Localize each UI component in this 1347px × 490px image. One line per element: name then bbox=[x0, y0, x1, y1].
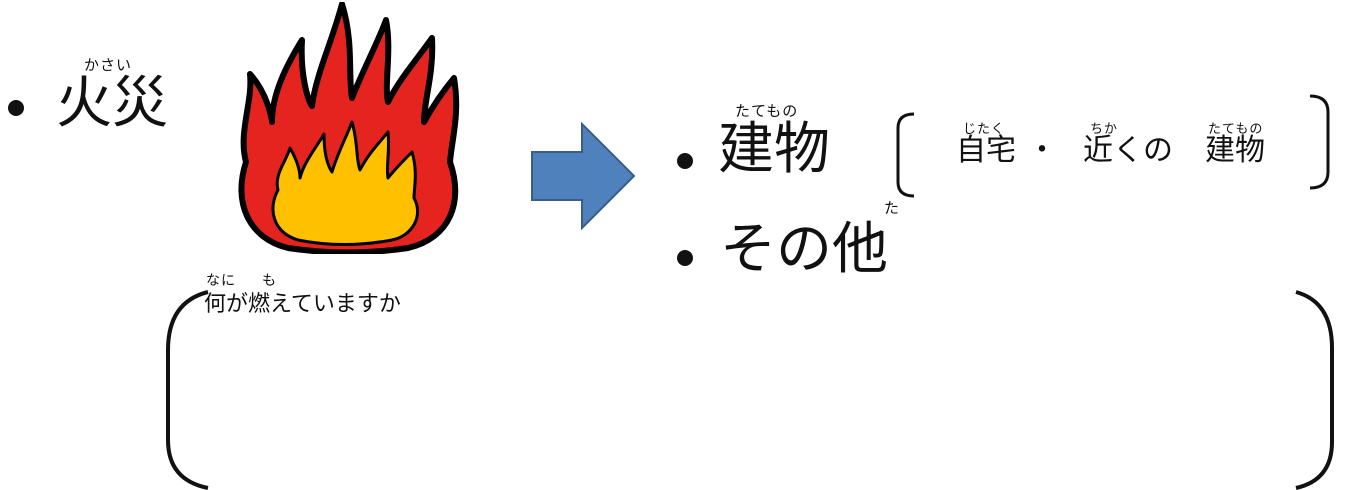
fire-icon bbox=[238, 2, 460, 254]
other-label: その他 bbox=[720, 217, 888, 282]
detail-left-bracket bbox=[896, 112, 915, 198]
detail-separator: ・ bbox=[1027, 133, 1057, 168]
home-text: 自宅 bbox=[956, 133, 1016, 168]
other-ruby: た bbox=[884, 199, 901, 217]
bullet-dot bbox=[8, 100, 24, 116]
topic-word: 火災 bbox=[56, 71, 168, 136]
detail-building-ruby: たてもの bbox=[1208, 122, 1264, 137]
detail-building-text: 建物 bbox=[1205, 133, 1265, 168]
other-bullet bbox=[677, 250, 693, 266]
answer-box-right-bracket bbox=[1295, 290, 1334, 490]
home-ruby: じたく bbox=[963, 122, 1006, 137]
question-ruby-what: なに bbox=[206, 273, 236, 289]
building-ruby: たてもの bbox=[735, 102, 799, 120]
building-label: 建物 bbox=[718, 117, 830, 182]
near-ruby: ちか bbox=[1090, 122, 1119, 137]
question-text: 何が燃えていますか bbox=[204, 292, 401, 317]
topic-ruby: かさい bbox=[84, 56, 133, 74]
answer-box-left-bracket bbox=[166, 290, 209, 490]
right-arrow-icon bbox=[531, 121, 636, 231]
question-ruby-burn: も bbox=[262, 273, 277, 289]
near-text: 近くの bbox=[1083, 133, 1173, 168]
detail-right-bracket bbox=[1309, 94, 1330, 190]
building-bullet bbox=[677, 153, 693, 169]
